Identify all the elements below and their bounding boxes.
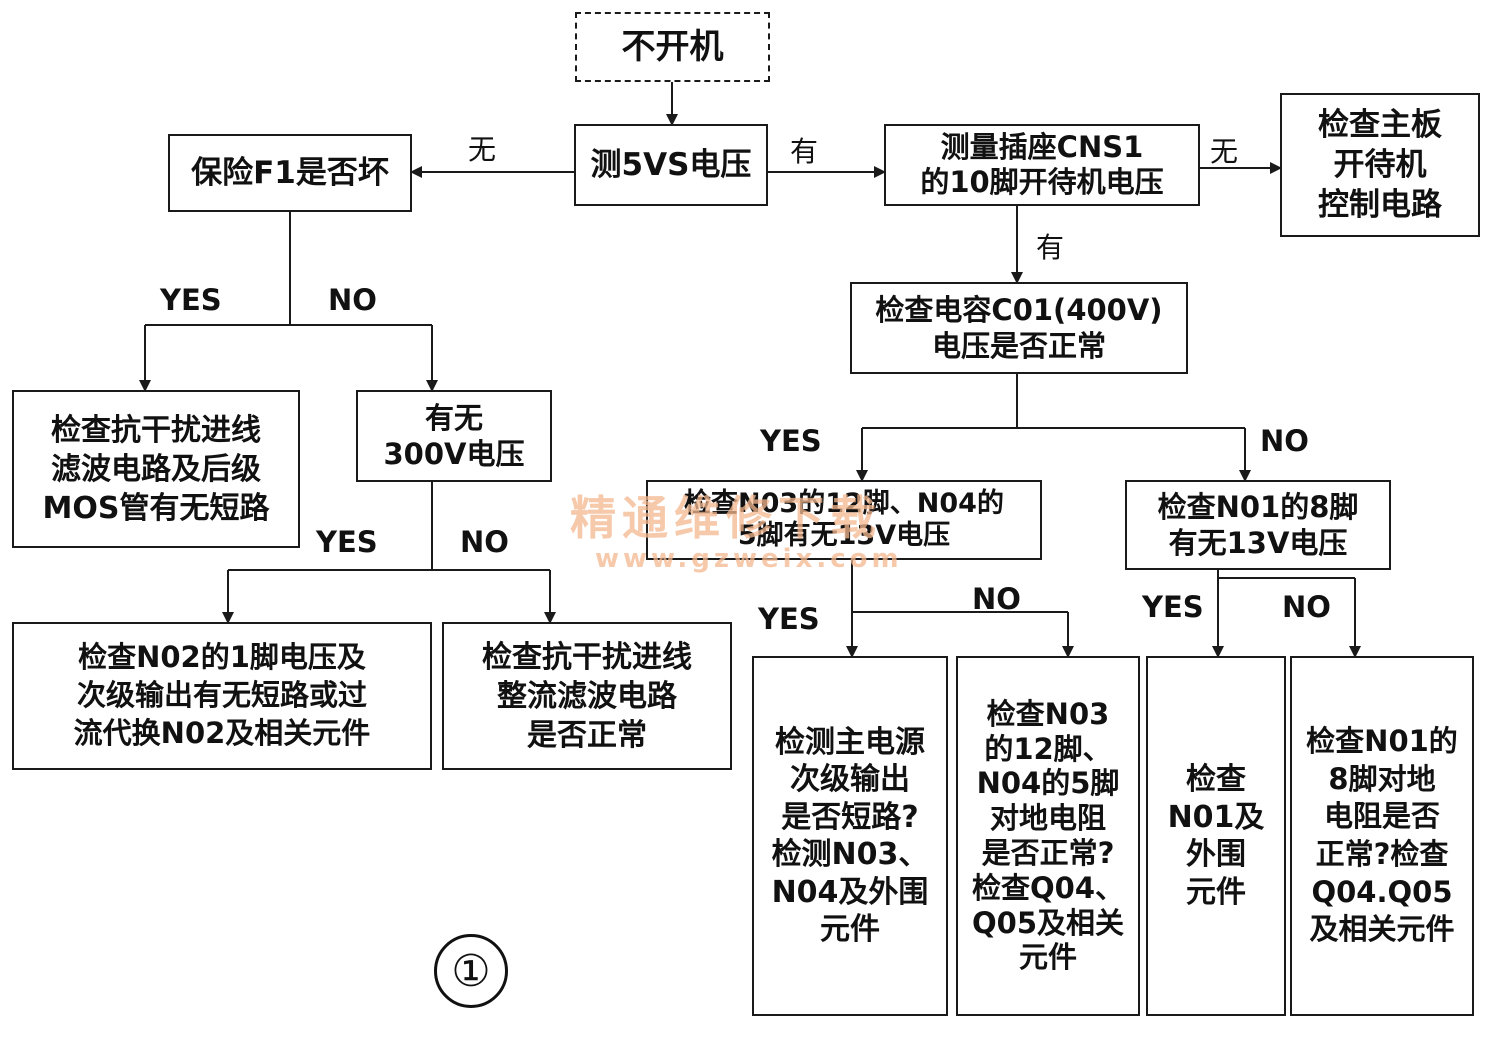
- node-check-c01: 检查电容C01(400V) 电压是否正常: [850, 282, 1188, 374]
- node-n01-resistance: 检查N01的 8脚对地 电阻是否 正常?检查 Q04.Q05 及相关元件: [1290, 656, 1474, 1016]
- node-n03-n04-13v: 检查N03的12脚、N04的 5脚有无13V电压: [646, 480, 1042, 560]
- label-n03-no: NO: [972, 582, 1021, 616]
- label-300v-no: NO: [460, 525, 509, 559]
- label-c01-no: NO: [1260, 424, 1309, 458]
- label-has-right: 有: [790, 135, 819, 168]
- label-fuse-no: NO: [328, 283, 377, 317]
- label-fuse-yes: YES: [160, 283, 222, 317]
- node-emi-mos: 检查抗干扰进线 滤波电路及后级 MOS管有无短路: [12, 390, 300, 548]
- node-main-psu-short: 检测主电源 次级输出 是否短路? 检测N03、 N04及外围 元件: [752, 656, 948, 1016]
- watermark-url: www.gzweix.com: [595, 544, 903, 574]
- node-has-300v: 有无 300V电压: [356, 390, 552, 482]
- figure-number: ①: [434, 934, 508, 1008]
- node-n01-periph: 检查 N01及 外围 元件: [1146, 656, 1286, 1016]
- watermark-text: 精通维修下载: [570, 491, 882, 545]
- node-measure-5vs: 测5VS电压: [574, 124, 768, 206]
- node-n03-n04-resistance: 检查N03 的12脚、 N04的5脚 对地电阻 是否正常? 检查Q04、 Q05…: [956, 656, 1140, 1016]
- node-start: 不开机: [575, 12, 770, 82]
- label-c01-yes: YES: [760, 424, 822, 458]
- label-n03-yes: YES: [758, 602, 820, 636]
- node-emi-rectifier: 检查抗干扰进线 整流滤波电路 是否正常: [442, 622, 732, 770]
- node-check-mainboard: 检查主板 开待机 控制电路: [1280, 93, 1480, 237]
- label-n01-no: NO: [1282, 590, 1331, 624]
- label-n01-yes: YES: [1142, 590, 1204, 624]
- label-has-down: 有: [1036, 231, 1065, 264]
- node-n01-8pin-13v: 检查N01的8脚 有无13V电压: [1125, 480, 1391, 570]
- label-300v-yes: YES: [316, 525, 378, 559]
- label-none-right: 无: [1210, 135, 1239, 168]
- label-none-left: 无: [468, 133, 497, 166]
- node-n02-check: 检查N02的1脚电压及 次级输出有无短路或过 流代换N02及相关元件: [12, 622, 432, 770]
- node-fuse-check: 保险F1是否坏: [168, 134, 412, 212]
- node-measure-cns1: 测量插座CNS1 的10脚开待机电压: [884, 124, 1200, 206]
